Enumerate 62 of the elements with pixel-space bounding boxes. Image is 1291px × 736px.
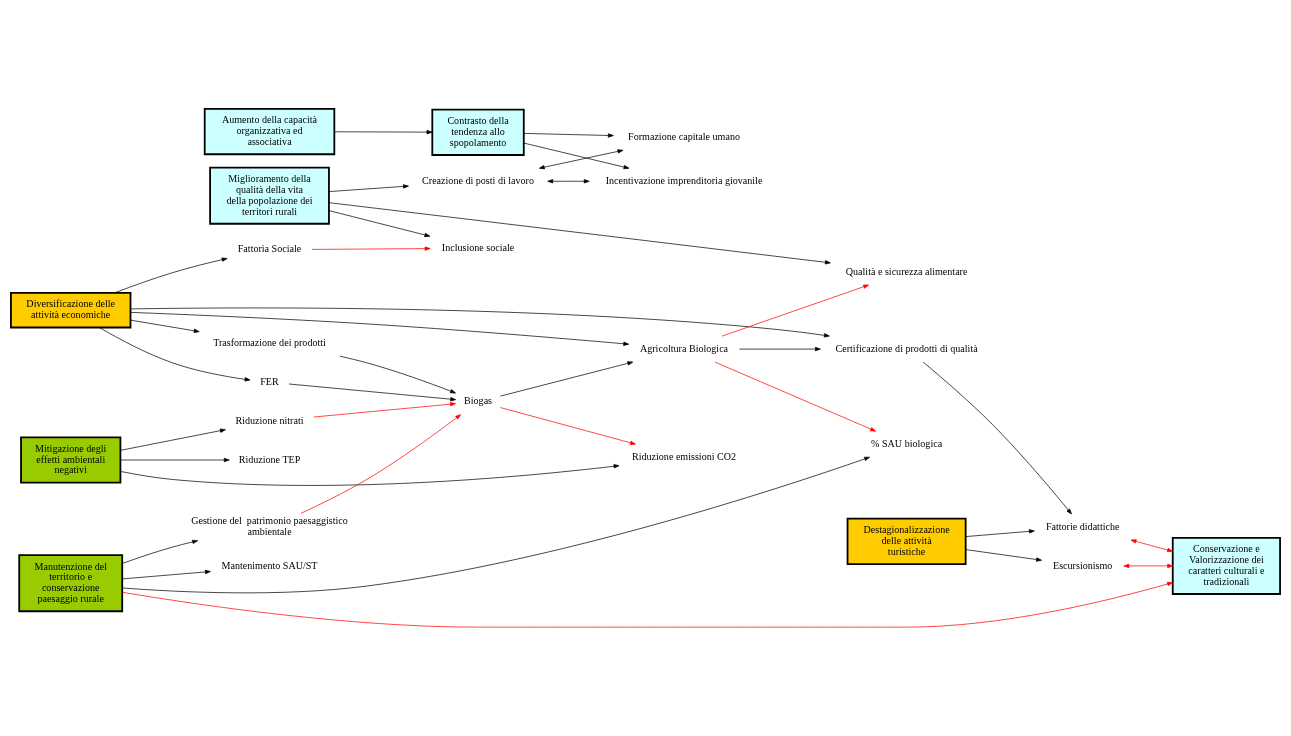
arrow: [547, 179, 590, 184]
arrow: [300, 414, 461, 514]
arrow: [120, 428, 226, 451]
arrow: [500, 407, 636, 445]
arrow: [121, 539, 198, 564]
arrow: [99, 327, 251, 382]
arrow: [313, 402, 456, 418]
arrow: [122, 456, 870, 594]
node-text: Fattorie didattiche: [1045, 520, 1120, 532]
node-box: Aumento della capacità organizzativa ed associativa: [203, 107, 336, 156]
arrow: [120, 464, 620, 486]
arrow: [721, 284, 869, 337]
node-box: Conservazione e Valorizzazione dei caratteri culturali e tradizionali: [1171, 536, 1281, 595]
node-text: Riduzione TEP: [238, 453, 301, 465]
node-text: Creazione di posti di lavoro: [422, 174, 535, 186]
arrow: [714, 361, 876, 432]
arrow: [965, 549, 1042, 562]
arrow: [130, 307, 830, 338]
arrow: [339, 355, 456, 394]
arrow: [121, 569, 211, 580]
arrow: [1130, 539, 1173, 553]
node-text: Trasformazione dei prodotti: [213, 337, 326, 348]
arrow: [334, 130, 433, 135]
arrow: [523, 133, 614, 138]
node-text: Qualità e sicurezza alimentare: [845, 265, 968, 277]
node-text: Riduzione emissioni CO2: [631, 450, 737, 462]
arrow: [130, 319, 200, 333]
arrow: [500, 361, 634, 397]
node-text: Inclusione sociale: [441, 241, 515, 253]
node-text: Formazione capitale umano: [628, 131, 740, 142]
node-box: Destagionalizzazione delle attività turistiche: [846, 517, 967, 565]
arrow: [922, 361, 1072, 515]
arrow: [311, 246, 431, 251]
arrow: [523, 142, 630, 170]
arrow: [130, 312, 630, 346]
node-text: Mantenimento SAU/ST: [221, 560, 318, 572]
node-text: Escursionismo: [1053, 559, 1113, 571]
arrow: [328, 184, 409, 192]
node-box: Manutenzione del territorio e conservazione paesaggio rurale: [18, 554, 124, 613]
node-text: Gestione del patrimonio paesaggistico ambientale: [191, 515, 348, 538]
arrow: [122, 581, 1173, 628]
node-text: Biogas: [464, 395, 493, 407]
node-text: % SAU biologica: [871, 437, 943, 449]
node-box: Contrasto della tendenza allo spopolamento: [431, 108, 525, 156]
node-text: Incentivazione imprenditoria giovanile: [605, 174, 763, 186]
arrow: [739, 346, 821, 352]
arrow: [328, 202, 831, 265]
node-box: Diversificazione delle attività economiche: [10, 292, 132, 329]
arrow: [965, 529, 1035, 537]
node-box: Mitigazione degli effetti ambientali negativi: [20, 436, 122, 484]
arrow: [328, 210, 431, 238]
node-text: FER: [260, 375, 279, 387]
node-text: Fattoria Sociale: [237, 243, 302, 255]
arrow: [114, 257, 228, 294]
node-text: Agricoltura Biologica: [639, 342, 729, 354]
node-text: Riduzione nitrati: [235, 414, 304, 426]
arrow: [288, 383, 457, 402]
arrow: [538, 149, 624, 170]
arrow: [120, 457, 230, 463]
node-text: Certificazione di prodotti di qualità: [835, 342, 978, 354]
node-box: Miglioramento della qualità della vita della popolazione dei territori rurali: [209, 166, 330, 225]
arrow: [1123, 563, 1174, 568]
